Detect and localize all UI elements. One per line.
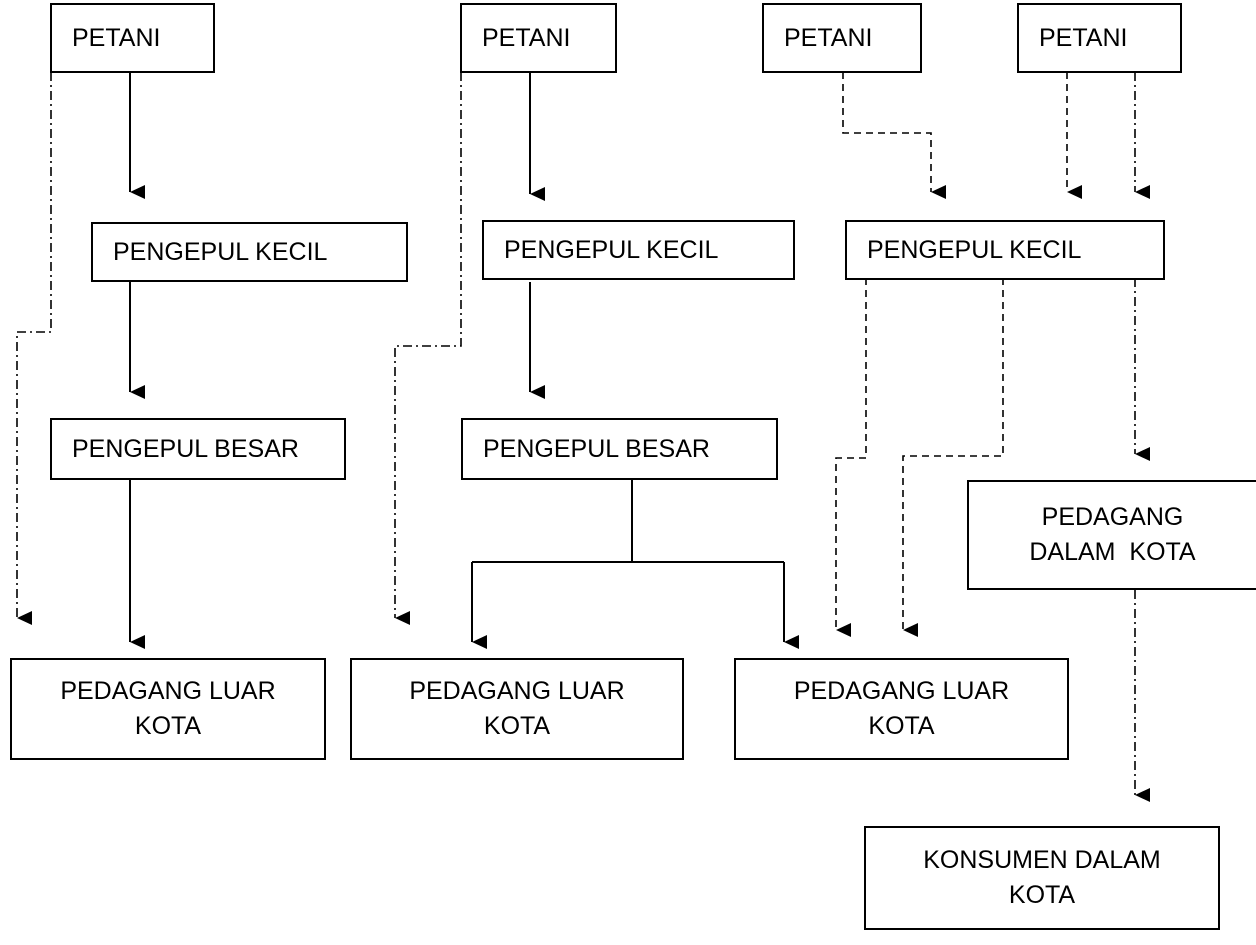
node-pengepul-besar-2: PENGEPUL BESAR	[461, 418, 778, 480]
node-label-line-1: PEDAGANG LUAR	[409, 677, 625, 705]
arrow-petani1-to-luar1	[16, 72, 52, 625]
node-pengepul-kecil-2: PENGEPUL KECIL	[482, 220, 795, 280]
node-petani-3: PETANI	[762, 3, 922, 73]
node-label-line-1: PEDAGANG LUAR	[60, 677, 276, 705]
arrow-kecil3-to-luar3-a	[835, 278, 867, 637]
node-pengepul-kecil-3: PENGEPUL KECIL	[845, 220, 1165, 280]
node-pengepul-kecil-1: PENGEPUL KECIL	[91, 222, 408, 282]
node-label-line-1: KONSUMEN DALAM	[923, 846, 1161, 874]
node-label: PETANI	[482, 23, 571, 52]
arrow-petani3-to-kecil3	[842, 72, 946, 199]
arrow-kecil3-to-luar3-b	[902, 278, 1004, 637]
node-label: PENGEPUL KECIL	[867, 235, 1082, 264]
node-label-line-2: KOTA	[868, 712, 935, 740]
arrow-petani2-to-luar2	[394, 72, 462, 625]
node-pedagang-luar-kota-2: PEDAGANG LUAR KOTA	[350, 658, 684, 760]
node-label: PENGEPUL KECIL	[113, 237, 328, 266]
node-label: PETANI	[1039, 23, 1128, 52]
node-petani-4: PETANI	[1017, 3, 1182, 73]
node-pedagang-dalam-kota: PEDAGANG DALAM KOTA	[967, 480, 1256, 590]
node-label: PENGEPUL BESAR	[72, 434, 299, 463]
node-label: PENGEPUL BESAR	[483, 434, 710, 463]
node-pengepul-besar-1: PENGEPUL BESAR	[50, 418, 346, 480]
node-pedagang-luar-kota-3: PEDAGANG LUAR KOTA	[734, 658, 1069, 760]
dashed-arrows	[835, 72, 1082, 637]
node-label-line-2: KOTA	[134, 712, 202, 740]
node-petani-2: PETANI	[460, 3, 617, 73]
line-besar2-split	[472, 480, 784, 563]
node-label: PETANI	[72, 23, 161, 52]
node-label-line-2: DALAM KOTA	[1029, 538, 1196, 566]
node-pedagang-luar-kota-1: PEDAGANG LUAR KOTA	[10, 658, 326, 760]
node-konsumen-dalam-kota: KONSUMEN DALAM KOTA	[864, 826, 1220, 930]
node-label-line-2: KOTA	[483, 712, 551, 740]
node-label-line-1: PEDAGANG	[1041, 503, 1184, 531]
node-label-line-2: KOTA	[1008, 881, 1076, 909]
solid-arrows	[129, 72, 799, 649]
dash-dot-arrows	[16, 72, 1150, 802]
node-label: PETANI	[784, 23, 873, 52]
node-petani-1: PETANI	[50, 3, 215, 73]
node-label: PENGEPUL KECIL	[504, 235, 719, 264]
node-label-line-1: PEDAGANG LUAR	[793, 677, 1010, 705]
